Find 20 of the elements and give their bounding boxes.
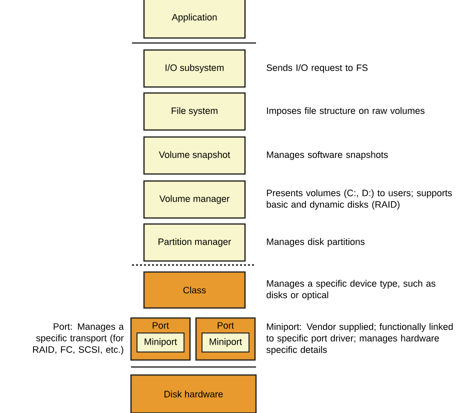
layer-box: Disk hardware — [130, 374, 257, 413]
description-text: Presents volumes (C:, D:) to users; supports basic and dynamic disks (RAID) — [266, 189, 452, 210]
layer-box: Volume snapshot — [143, 136, 246, 175]
description-text: Imposes file structure on raw volumes — [267, 107, 425, 116]
layer-box: I/O subsystem — [143, 49, 246, 88]
description-text: Manages disk partitions — [266, 238, 365, 247]
layer-box: Partition manager — [143, 223, 246, 262]
inner-box: Miniport — [202, 332, 250, 352]
inner-box: Miniport — [136, 332, 184, 352]
description-text: Manages software snapshots — [266, 151, 388, 160]
layer-box: Application — [143, 0, 246, 39]
box-heading: Port — [218, 322, 234, 329]
description-text: Miniport: Vendor supplied; functionally linked to specific port driver; manages hardware specific details — [266, 323, 453, 355]
layer-box: Class — [143, 271, 246, 309]
box-heading: Port — [152, 322, 169, 329]
description-text: Manages a specific device type, such as disks or optical — [266, 280, 436, 300]
description-text: Sends I/O request to FS — [266, 64, 368, 73]
layer-box: File system — [143, 92, 246, 131]
layer-box: Volume manager — [143, 180, 246, 219]
description-text: Port: Manages a specific transport (for RAID, FC, SCSI, etc.) — [33, 323, 124, 355]
